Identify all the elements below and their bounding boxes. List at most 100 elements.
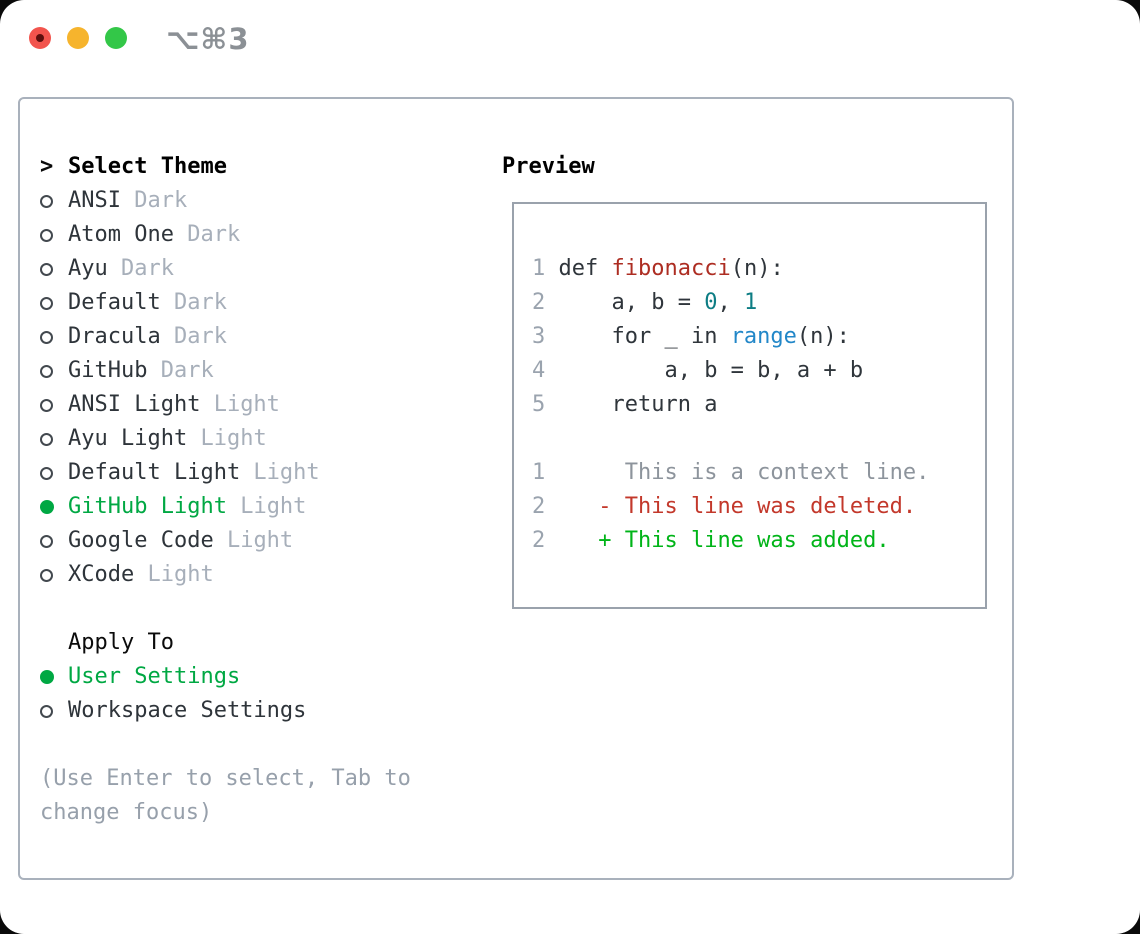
titlebar: ⌥⌘3 xyxy=(0,0,1140,76)
code-line: 4 a, b = b, a + b xyxy=(532,354,985,388)
gap xyxy=(545,528,598,553)
theme-option[interactable]: GitHub Light Light xyxy=(40,490,320,524)
theme-name: Default xyxy=(68,290,161,315)
radio-dot-icon xyxy=(40,534,53,548)
theme-variant-tag: Dark xyxy=(147,358,214,383)
diff-line: 1 This is a context line. xyxy=(532,456,985,490)
radio-icon xyxy=(40,194,68,208)
theme-name: Google Code xyxy=(68,528,214,553)
radio-icon xyxy=(40,330,68,344)
theme-variant-tag: Light xyxy=(200,392,280,417)
theme-option[interactable]: Google Code Light xyxy=(40,524,320,558)
line-number: 3 xyxy=(532,324,546,349)
theme-variant-tag: Light xyxy=(187,426,267,451)
theme-option[interactable]: Dracula Dark xyxy=(40,320,320,354)
code-line: 5 return a xyxy=(532,388,985,422)
unsaved-dot-icon xyxy=(36,34,44,42)
diff-line: 2 - This line was deleted. xyxy=(532,490,985,524)
theme-option[interactable]: ANSI Dark xyxy=(40,184,320,218)
gap xyxy=(545,358,558,383)
code-segment: return a xyxy=(558,392,718,417)
zoom-button[interactable] xyxy=(105,27,127,49)
radio-dot-icon xyxy=(40,330,53,344)
radio-icon xyxy=(40,466,68,480)
theme-option[interactable]: GitHub Dark xyxy=(40,354,320,388)
theme-name: Ayu xyxy=(68,256,108,281)
line-number: 2 xyxy=(532,494,546,519)
diff-text: - This line was deleted. xyxy=(598,494,917,519)
code-line: 2 a, b = 0, 1 xyxy=(532,286,985,320)
apply-option[interactable]: User Settings xyxy=(40,660,306,694)
theme-option[interactable]: Ayu Dark xyxy=(40,252,320,286)
radio-selected-icon xyxy=(40,670,68,684)
radio-icon xyxy=(40,568,68,582)
gap xyxy=(545,290,558,315)
theme-variant-tag: Dark xyxy=(160,324,227,349)
theme-name: Default Light xyxy=(68,460,241,485)
theme-option[interactable]: Default Light Light xyxy=(40,456,320,490)
theme-name: XCode xyxy=(68,562,135,587)
preview-header: Preview xyxy=(502,154,595,179)
theme-option[interactable]: Atom One Dark xyxy=(40,218,320,252)
code-segment: (n): xyxy=(730,256,784,281)
radio-dot-icon xyxy=(40,568,53,582)
theme-option[interactable]: ANSI Light Light xyxy=(40,388,320,422)
radio-dot-icon xyxy=(40,194,53,208)
help-text: (Use Enter to select, Tab to change focu… xyxy=(40,766,411,825)
theme-name: Atom One xyxy=(68,222,174,247)
close-button[interactable] xyxy=(29,27,51,49)
theme-variant-tag: Light xyxy=(240,460,320,485)
diff-text: This is a context line. xyxy=(598,460,930,485)
radio-icon xyxy=(40,398,68,412)
radio-icon xyxy=(40,262,68,276)
code-segment: 0 xyxy=(704,290,718,315)
apply-to-title: Apply To xyxy=(68,630,174,655)
radio-dot-icon xyxy=(40,432,53,446)
radio-icon xyxy=(40,534,68,548)
radio-dot-icon xyxy=(40,500,54,514)
theme-option[interactable]: Ayu Light Light xyxy=(40,422,320,456)
theme-option[interactable]: Default Dark xyxy=(40,286,320,320)
select-theme-title: Select Theme xyxy=(68,154,227,179)
radio-icon xyxy=(40,296,68,310)
theme-name: GitHub xyxy=(68,358,148,383)
theme-option[interactable]: XCode Light xyxy=(40,558,320,592)
radio-dot-icon xyxy=(40,398,53,412)
gap xyxy=(545,494,598,519)
apply-option-label: User Settings xyxy=(68,664,241,689)
theme-name: ANSI Light xyxy=(68,392,201,417)
theme-name: ANSI xyxy=(68,188,121,213)
minimize-button[interactable] xyxy=(67,27,89,49)
diff-line: 2 + This line was added. xyxy=(532,524,985,558)
theme-name: Dracula xyxy=(68,324,161,349)
line-number: 2 xyxy=(532,290,546,315)
theme-variant-tag: Dark xyxy=(107,256,174,281)
line-number: 2 xyxy=(532,528,546,553)
code-segment: def xyxy=(558,256,612,281)
window-title: ⌥⌘3 xyxy=(166,22,250,56)
radio-dot-icon xyxy=(40,364,53,378)
line-number: 1 xyxy=(532,256,546,281)
code-line: 1 def fibonacci(n): xyxy=(532,252,985,286)
code-line: 3 for _ in range(n): xyxy=(532,320,985,354)
theme-name: GitHub Light xyxy=(68,494,227,519)
radio-icon xyxy=(40,228,68,242)
apply-to-header: Apply To xyxy=(40,626,306,660)
code-segment: fibonacci xyxy=(611,256,731,281)
theme-variant-tag: Light xyxy=(226,494,307,519)
select-theme-header: >Select Theme xyxy=(40,150,320,184)
radio-dot-icon xyxy=(40,466,53,480)
radio-icon xyxy=(40,704,68,718)
radio-dot-icon xyxy=(40,704,53,718)
code-segment: a, b = b, a + b xyxy=(558,358,864,383)
apply-option[interactable]: Workspace Settings xyxy=(40,694,306,728)
blank-line xyxy=(532,422,985,456)
theme-variant-tag: Dark xyxy=(160,290,227,315)
focus-marker: > xyxy=(40,150,68,184)
gap xyxy=(545,460,598,485)
